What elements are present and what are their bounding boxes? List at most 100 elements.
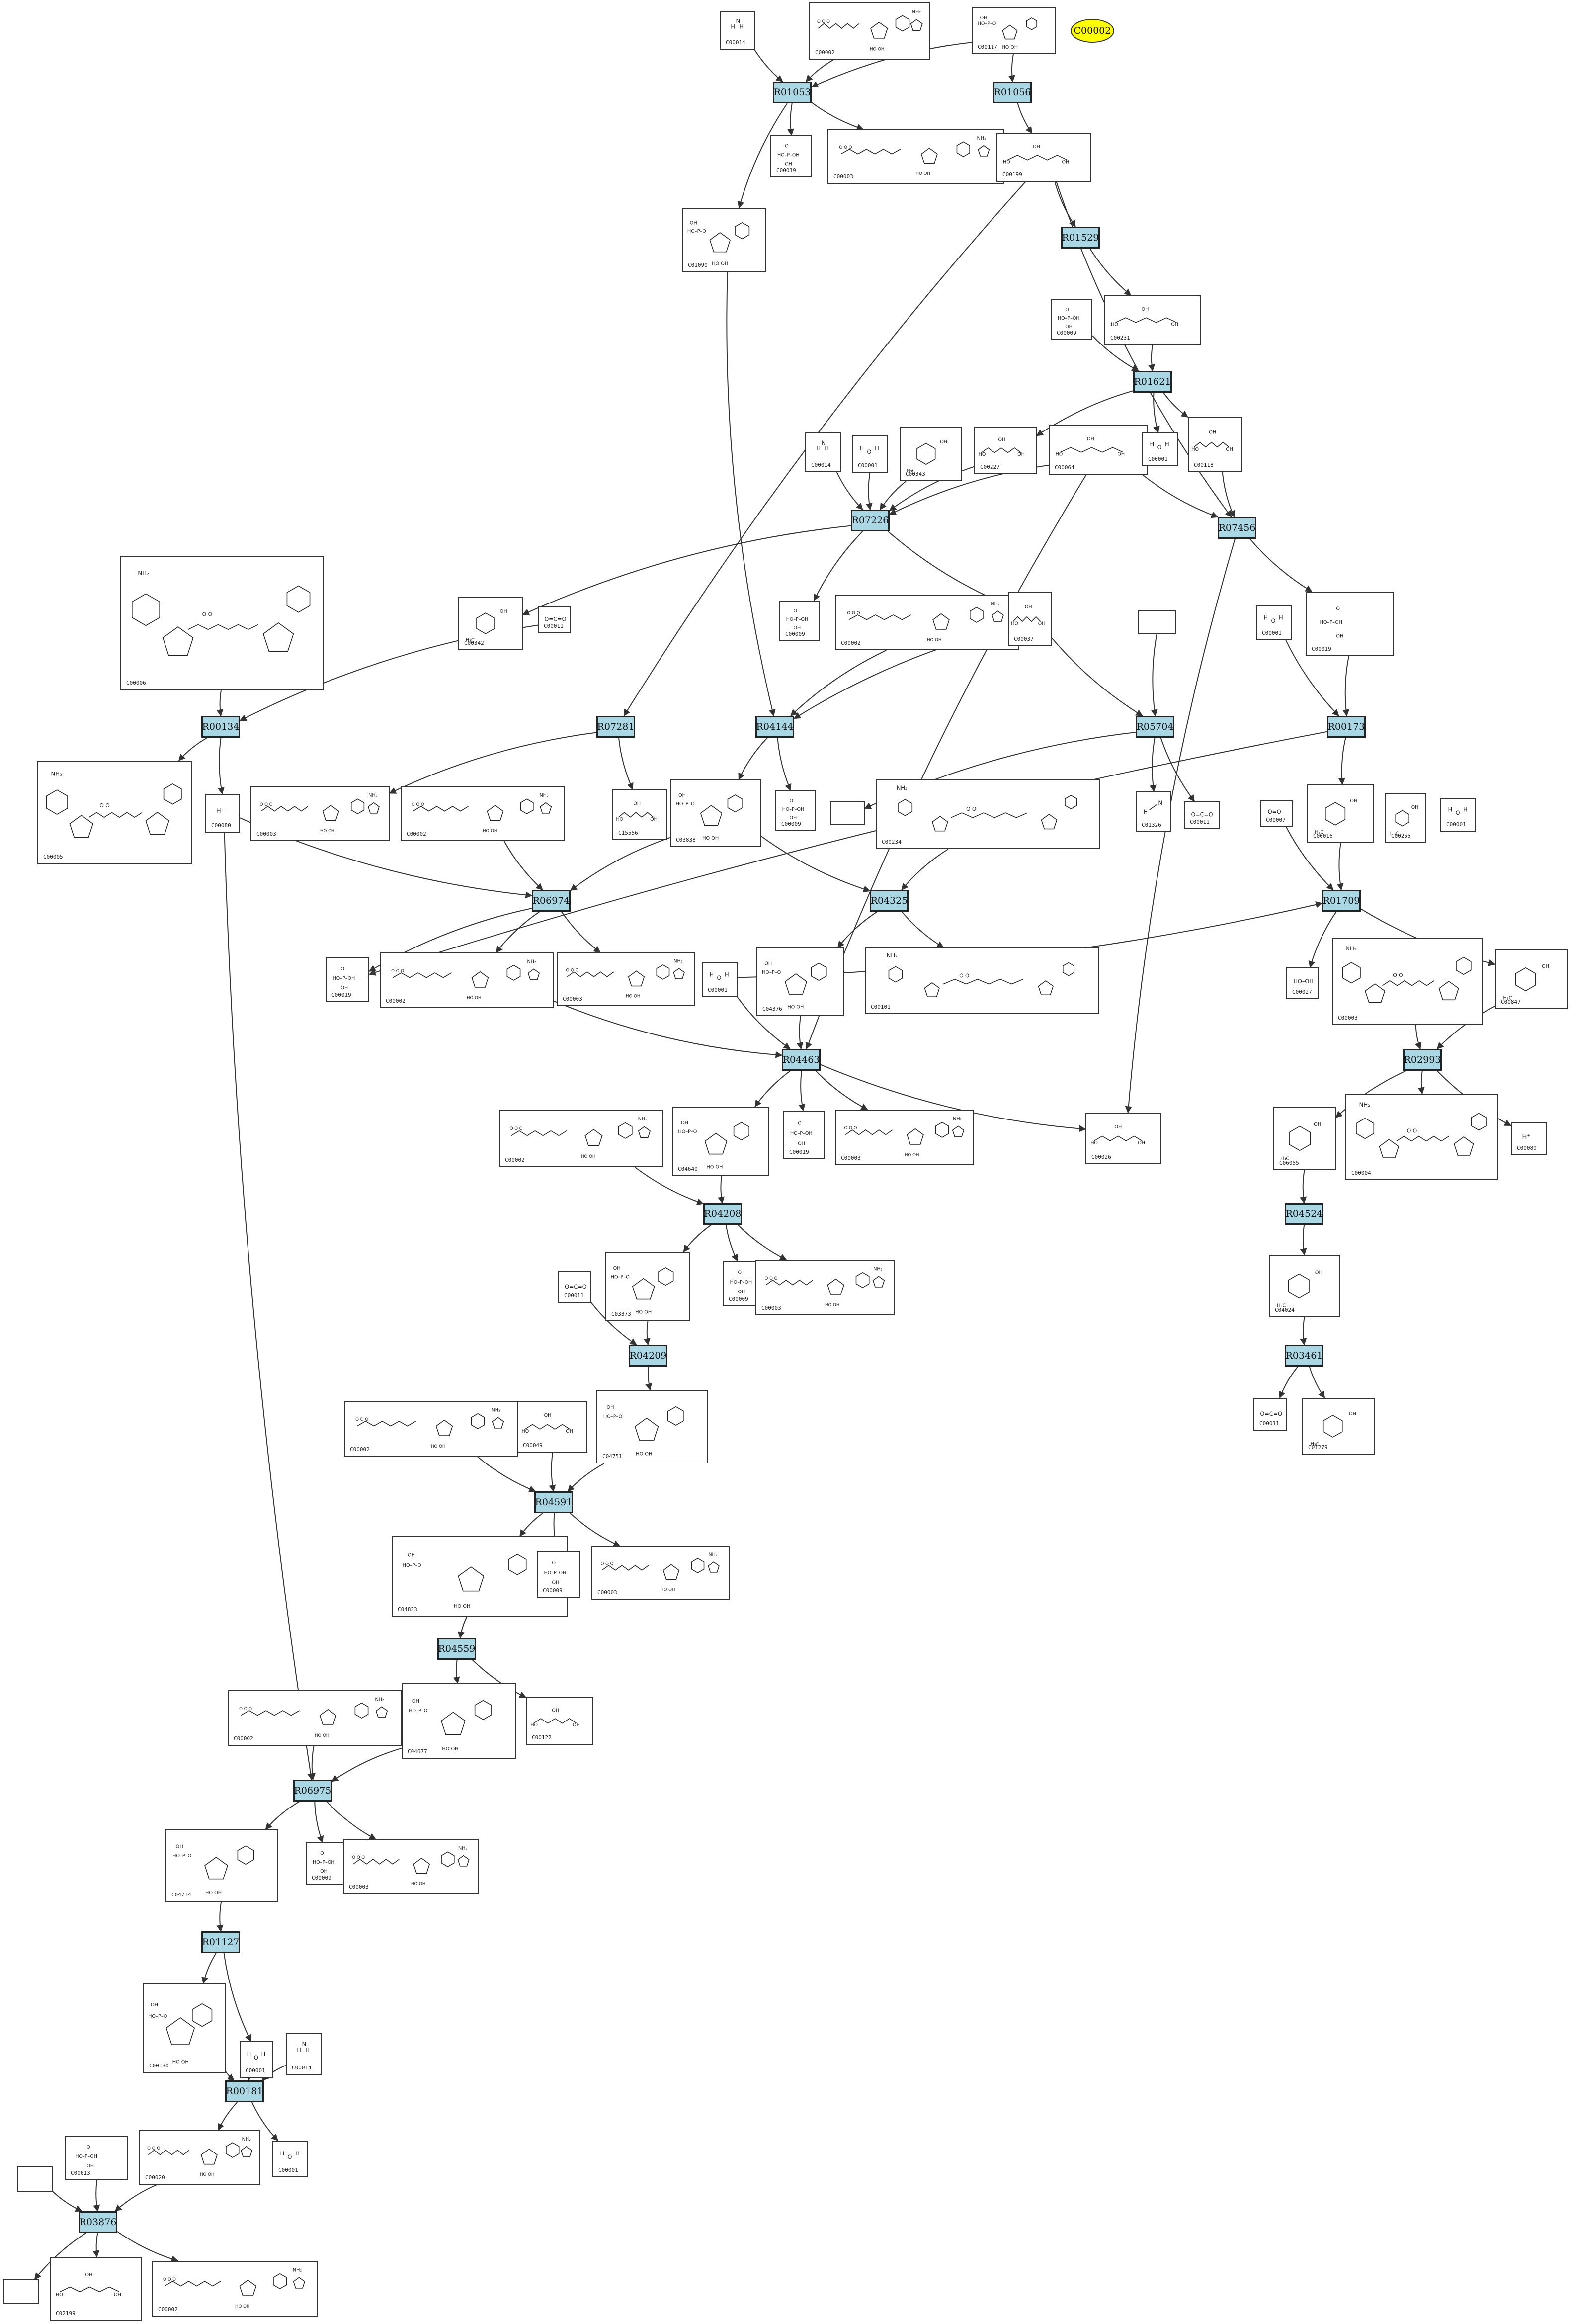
reaction-node[interactable]: R07456 bbox=[1218, 517, 1256, 539]
reaction-node[interactable]: R02993 bbox=[1403, 1049, 1442, 1071]
reaction-node[interactable]: R04325 bbox=[870, 890, 909, 912]
reaction-node[interactable]: R04524 bbox=[1285, 1203, 1323, 1225]
reaction-node[interactable]: R04463 bbox=[782, 1049, 821, 1071]
reaction-node[interactable]: R06974 bbox=[532, 890, 571, 912]
reaction-node[interactable]: R01056 bbox=[993, 82, 1032, 103]
reaction-node[interactable]: R04144 bbox=[755, 716, 794, 738]
reaction-node[interactable]: R07281 bbox=[596, 716, 635, 738]
reaction-node[interactable]: R00134 bbox=[201, 716, 240, 738]
reaction-node[interactable]: R01709 bbox=[1322, 890, 1361, 912]
reaction-node[interactable]: R01529 bbox=[1061, 227, 1100, 249]
compound-node[interactable]: H⁺C00080 bbox=[205, 794, 240, 833]
reaction-node[interactable]: R03876 bbox=[79, 2211, 117, 2233]
reaction-node[interactable]: R07226 bbox=[851, 510, 890, 531]
reaction-node[interactable]: R01127 bbox=[201, 1931, 240, 1953]
reaction-node[interactable]: R04208 bbox=[703, 1203, 742, 1225]
compound-node[interactable] bbox=[1138, 610, 1176, 634]
reaction-node[interactable]: R00181 bbox=[225, 2080, 264, 2102]
reaction-node[interactable]: R00173 bbox=[1327, 716, 1366, 738]
reaction-node[interactable]: R04209 bbox=[629, 1345, 667, 1367]
compound-node[interactable]: H⁺C00080 bbox=[1511, 1122, 1547, 1155]
compound-node[interactable] bbox=[3, 2279, 39, 2304]
compound-node[interactable] bbox=[17, 2166, 53, 2192]
reaction-node[interactable]: R03461 bbox=[1285, 1345, 1323, 1367]
reaction-node[interactable]: R04591 bbox=[534, 1491, 573, 1513]
reaction-node[interactable]: R01621 bbox=[1133, 371, 1172, 393]
reaction-node[interactable]: R04559 bbox=[437, 1638, 476, 1660]
